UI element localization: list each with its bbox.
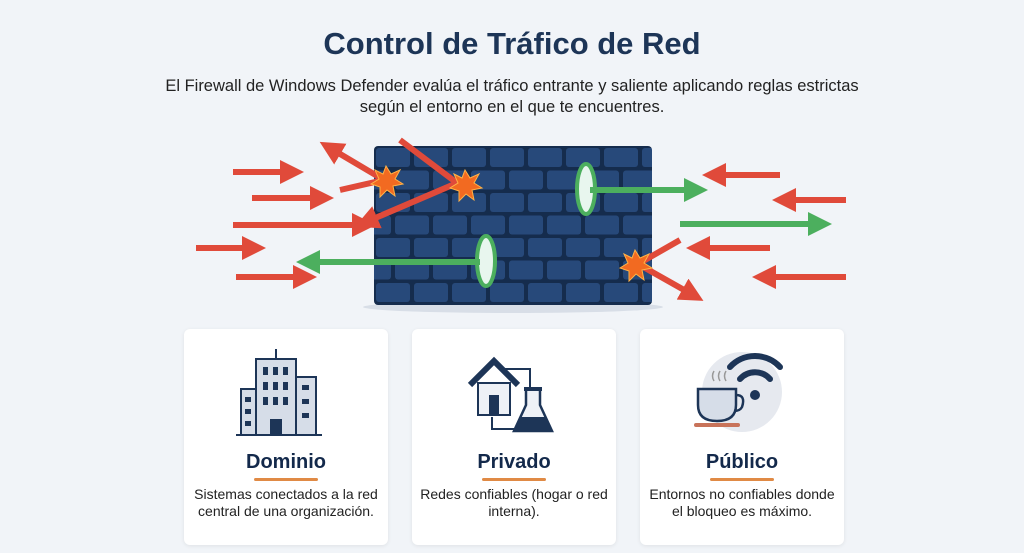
profile-card-domain: Dominio Sistemas conectados a la red cen… <box>184 329 388 545</box>
profile-name: Público <box>705 451 779 473</box>
firewall-traffic-illustration <box>196 137 846 313</box>
profile-description: Sistemas conectados a la red central de … <box>194 486 378 519</box>
allowed-traffic <box>296 162 832 288</box>
page-subtitle: El Firewall de Windows Defender evalúa e… <box>165 77 859 116</box>
accent-divider <box>254 478 318 481</box>
accent-divider <box>482 478 546 481</box>
cafe-wifi-icon <box>694 352 783 432</box>
profile-name: Privado <box>477 451 551 473</box>
home-lab-icon <box>467 356 554 433</box>
accent-divider <box>710 478 774 481</box>
profile-description: Redes confiables (hogar o red interna). <box>420 486 608 519</box>
profile-name: Dominio <box>246 451 326 473</box>
page-title: Control de Tráfico de Red <box>323 26 701 61</box>
profile-description: Entornos no confiables donde el bloqueo … <box>649 486 835 519</box>
impact-burst-icons <box>369 164 654 283</box>
office-building-icon <box>236 349 322 436</box>
profile-card-private: Privado Redes confiables (hogar o red in… <box>412 329 616 545</box>
firewall-wall <box>374 146 652 305</box>
profile-card-public: Público Entornos no confiables donde el … <box>640 329 844 545</box>
